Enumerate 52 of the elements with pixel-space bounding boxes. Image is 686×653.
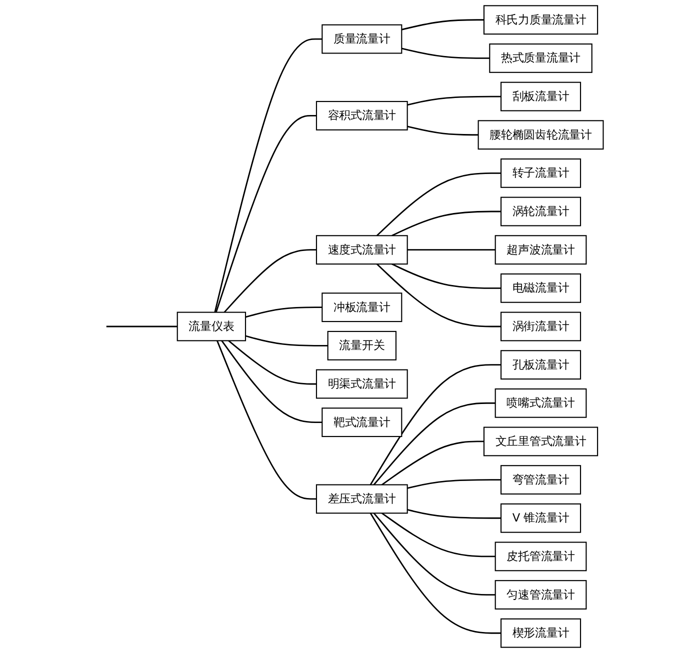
connector [216,340,316,500]
connector [406,249,495,251]
connector [106,326,177,328]
connector [372,512,495,596]
node-box: 电磁流量计 [500,273,581,303]
node-box: V 锥流量计 [500,503,581,533]
node-box: 文丘里管式流量计 [483,426,598,456]
connector [369,364,501,486]
connector [401,48,490,59]
node-box: 涡街流量计 [500,312,581,342]
connector [215,114,316,313]
connector [214,38,322,312]
connector [228,340,316,385]
node-box: 流量仪表 [176,312,246,342]
connector [223,249,316,313]
node-box: 科氏力质量流量计 [483,5,598,35]
connector [372,402,495,486]
connector [220,340,322,424]
connector [381,512,495,558]
node-box: 涡轮流量计 [500,196,581,226]
node-box: 皮托管流量计 [494,542,586,572]
node-box: 超声波流量计 [494,235,586,265]
connector [391,263,501,289]
connector [401,19,484,30]
connector [406,509,501,519]
node-box: 差压式流量计 [316,484,408,514]
node-box: 弯管流量计 [500,465,581,495]
node-box: 孔板流量计 [500,350,581,380]
node-box: 楔形流量计 [500,618,581,648]
node-box: 容积式流量计 [316,100,408,130]
node-box: 匀速管流量计 [494,580,586,610]
node-box: 冲板流量计 [321,292,402,322]
node-box: 热式质量流量计 [488,43,592,73]
connector [381,440,484,486]
node-box: 腰轮椭圆齿轮流量计 [477,120,604,150]
connector [376,172,501,236]
node-box: 速度式流量计 [316,235,408,265]
connector [244,306,322,318]
node-box: 质量流量计 [321,24,402,54]
connector [391,210,501,236]
connector [376,264,501,328]
connector [369,512,501,634]
node-box: 靶式流量计 [321,408,402,438]
node-box: 明渠式流量计 [316,369,408,399]
connector [406,96,501,106]
node-box: 喷嘴式流量计 [494,388,586,418]
node-box: 刮板流量计 [500,82,581,112]
connector [406,479,501,489]
connector [406,126,478,136]
node-box: 流量开关 [326,330,396,360]
connector [244,335,328,346]
node-box: 转子流量计 [500,158,581,188]
